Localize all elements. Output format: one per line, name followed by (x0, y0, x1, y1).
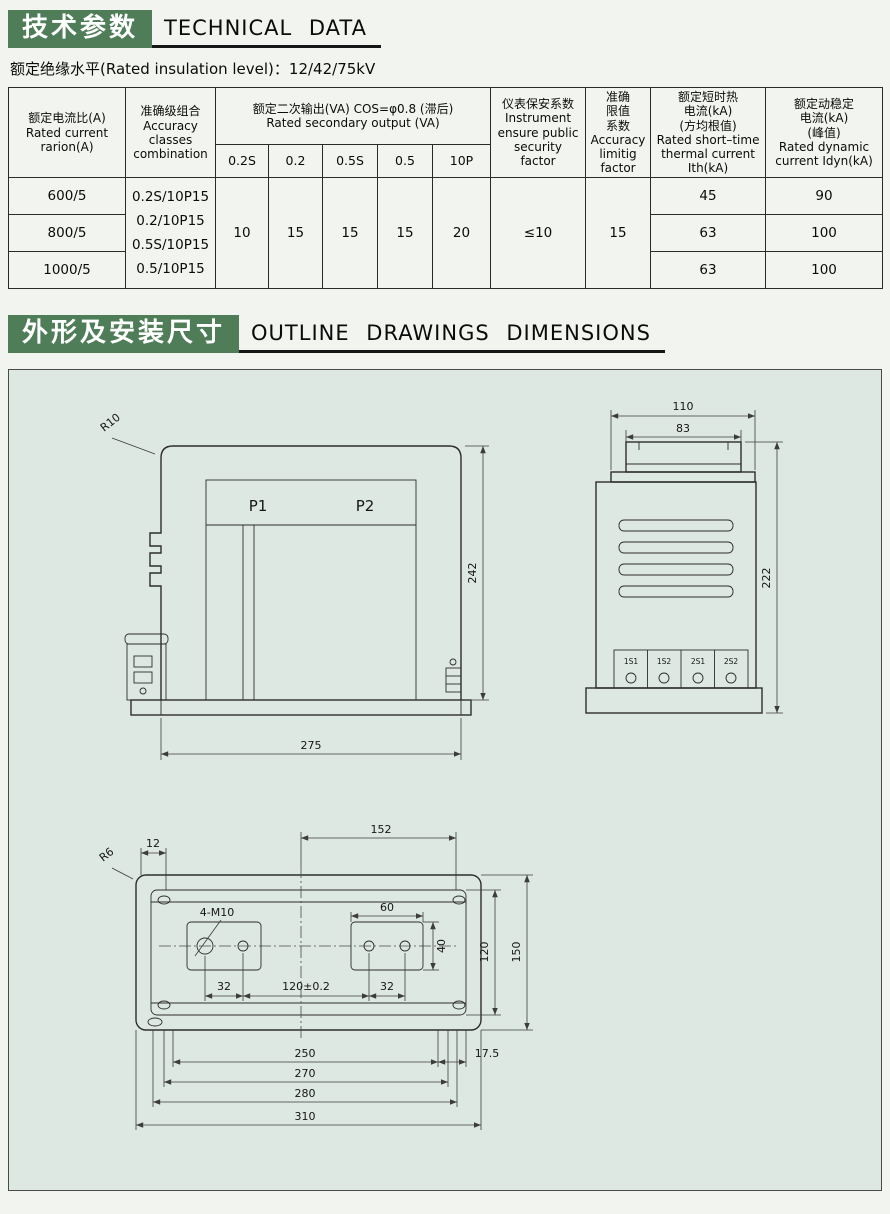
outline-drawing: R10 P1 P2 (97, 400, 783, 1131)
side-vent-slots (618, 519, 734, 598)
side-cap-width-dim-label: 83 (676, 422, 690, 435)
bottom-view: R6 12 152 (97, 823, 533, 1131)
cell-thermal: 63 (650, 214, 767, 253)
cell-limit-factor: 15 (585, 177, 652, 290)
rated-insulation-level: 额定绝缘水平(Rated insulation level)：12/42/75k… (10, 60, 376, 79)
subcol-0-2: 0.2 (268, 144, 323, 179)
outline-drawings-title-underline: OUTLINE DRAWINGS DIMENSIONS (239, 321, 665, 354)
cell-output-10p: 20 (431, 177, 492, 290)
outline-drawings-header: 外形及安装尺寸 OUTLINE DRAWINGS DIMENSIONS (8, 315, 882, 354)
cell-accuracy-combination: 0.2S/10P15 0.2/10P15 0.5S/10P15 0.5/10P1… (125, 177, 216, 290)
side-terminal-block: 1S1 1S2 2S1 2S2 (613, 649, 749, 689)
technical-data-badge: 技术参数 (8, 10, 153, 49)
terminal-1s2-label: 1S2 (657, 657, 672, 666)
front-base-plate (130, 699, 472, 717)
subcol-0-5: 0.5 (377, 144, 433, 179)
cell-ratio: 1000/5 (8, 251, 126, 290)
table-row-800-5: 800/5 63 100 (8, 214, 884, 253)
mounting-holes-left (186, 921, 262, 971)
bottom-120-tolerance-dim-label: 120±0.2 (282, 980, 330, 993)
radius-r10-label: R10 (98, 411, 123, 435)
bottom-17-5-dim-label: 17.5 (475, 1047, 500, 1060)
cell-thermal: 63 (650, 251, 767, 290)
primary-terminal-p2-label: P2 (356, 497, 375, 515)
bottom-270-dim-label: 270 (295, 1067, 316, 1080)
technical-data-title-underline: TECHNICAL DATA (152, 16, 381, 49)
cell-output-0-5: 15 (377, 177, 433, 290)
cell-output-0-5s: 15 (322, 177, 378, 290)
terminal-2s1-label: 2S1 (691, 657, 706, 666)
cell-thermal: 45 (650, 177, 767, 216)
bottom-40-dim-label: 40 (435, 939, 448, 953)
front-height-dim-label: 242 (466, 563, 479, 584)
col-header-instrument-security-factor: 仪表保安系数 Instrument ensure public security… (490, 87, 587, 179)
terminal-1s1-label: 1S1 (624, 657, 639, 666)
front-view: R10 P1 P2 (98, 411, 489, 761)
bottom-250-dim-label: 250 (295, 1047, 316, 1060)
bolt-spec-label: 4-M10 (200, 906, 234, 919)
col-header-accuracy-classes: 准确级组合 Accuracy classes combination (125, 87, 216, 179)
cell-output-0-2s: 10 (215, 177, 269, 290)
cell-dynamic: 100 (765, 214, 884, 253)
table-row-1000-5: 1000/5 63 100 (8, 251, 884, 290)
primary-terminal-p1-label: P1 (249, 497, 268, 515)
side-height-dim-label: 222 (760, 568, 773, 589)
bottom-150-dim-label: 150 (510, 942, 523, 963)
radius-r6-label: R6 (97, 845, 117, 864)
table-row-600-5: 600/5 0.2S/10P15 0.2/10P15 0.5S/10P15 0.… (8, 177, 884, 290)
outline-drawings-badge: 外形及安装尺寸 (8, 315, 240, 354)
bottom-280-dim-label: 280 (295, 1087, 316, 1100)
cell-instrument-factor: ≤10 (490, 177, 587, 290)
col-header-accuracy-limit-factor: 准确 限值 系数 Accuracy limitig factor (585, 87, 652, 179)
side-view: 110 83 (585, 400, 783, 715)
technical-data-title: TECHNICAL DATA (164, 16, 367, 41)
col-header-rated-current-ratio: 额定电流比(A) Rated current rarion(A) (8, 87, 126, 179)
mounting-holes-right (350, 921, 424, 971)
col-header-rated-secondary-output: 额定二次输出(VA) COS=φ0.8 (滞后) Rated secondary… (214, 87, 492, 146)
front-right-bracket (445, 658, 462, 693)
terminal-2s2-label: 2S2 (724, 657, 739, 666)
bottom-32-right-dim-label: 32 (380, 980, 394, 993)
subcol-10p: 10P (431, 144, 492, 179)
bottom-120-dim-label: 120 (478, 942, 491, 963)
side-top-width-dim-label: 110 (673, 400, 694, 413)
front-terminal-assembly (124, 633, 169, 701)
cell-output-0-2: 15 (268, 177, 323, 290)
bottom-offset-dim-label: 12 (146, 837, 160, 850)
subcol-0-2s: 0.2S (215, 144, 269, 179)
bottom-32-left-dim-label: 32 (217, 980, 231, 993)
cell-dynamic: 100 (765, 251, 884, 290)
subcol-0-5s: 0.5S (322, 144, 378, 179)
col-header-dynamic-current: 额定动稳定 电流(kA) (峰值) Rated dynamic current … (765, 87, 884, 179)
col-header-short-time-thermal-current: 额定短时热 电流(kA) (方均根值) Rated short–time the… (650, 87, 767, 179)
outline-drawings-title: OUTLINE DRAWINGS DIMENSIONS (251, 321, 651, 346)
bottom-152-dim-label: 152 (371, 823, 392, 836)
technical-data-header: 技术参数 TECHNICAL DATA (8, 10, 882, 49)
bottom-60-dim-label: 60 (380, 901, 394, 914)
outline-drawing-panel: R10 P1 P2 (8, 369, 882, 1192)
cell-ratio: 600/5 (8, 177, 126, 216)
front-width-dim-label: 275 (301, 739, 322, 752)
bottom-310-dim-label: 310 (295, 1110, 316, 1123)
technical-data-table: 额定电流比(A) Rated current rarion(A) 准确级组合 A… (8, 87, 884, 290)
cell-ratio: 800/5 (8, 214, 126, 253)
cell-dynamic: 90 (765, 177, 884, 216)
